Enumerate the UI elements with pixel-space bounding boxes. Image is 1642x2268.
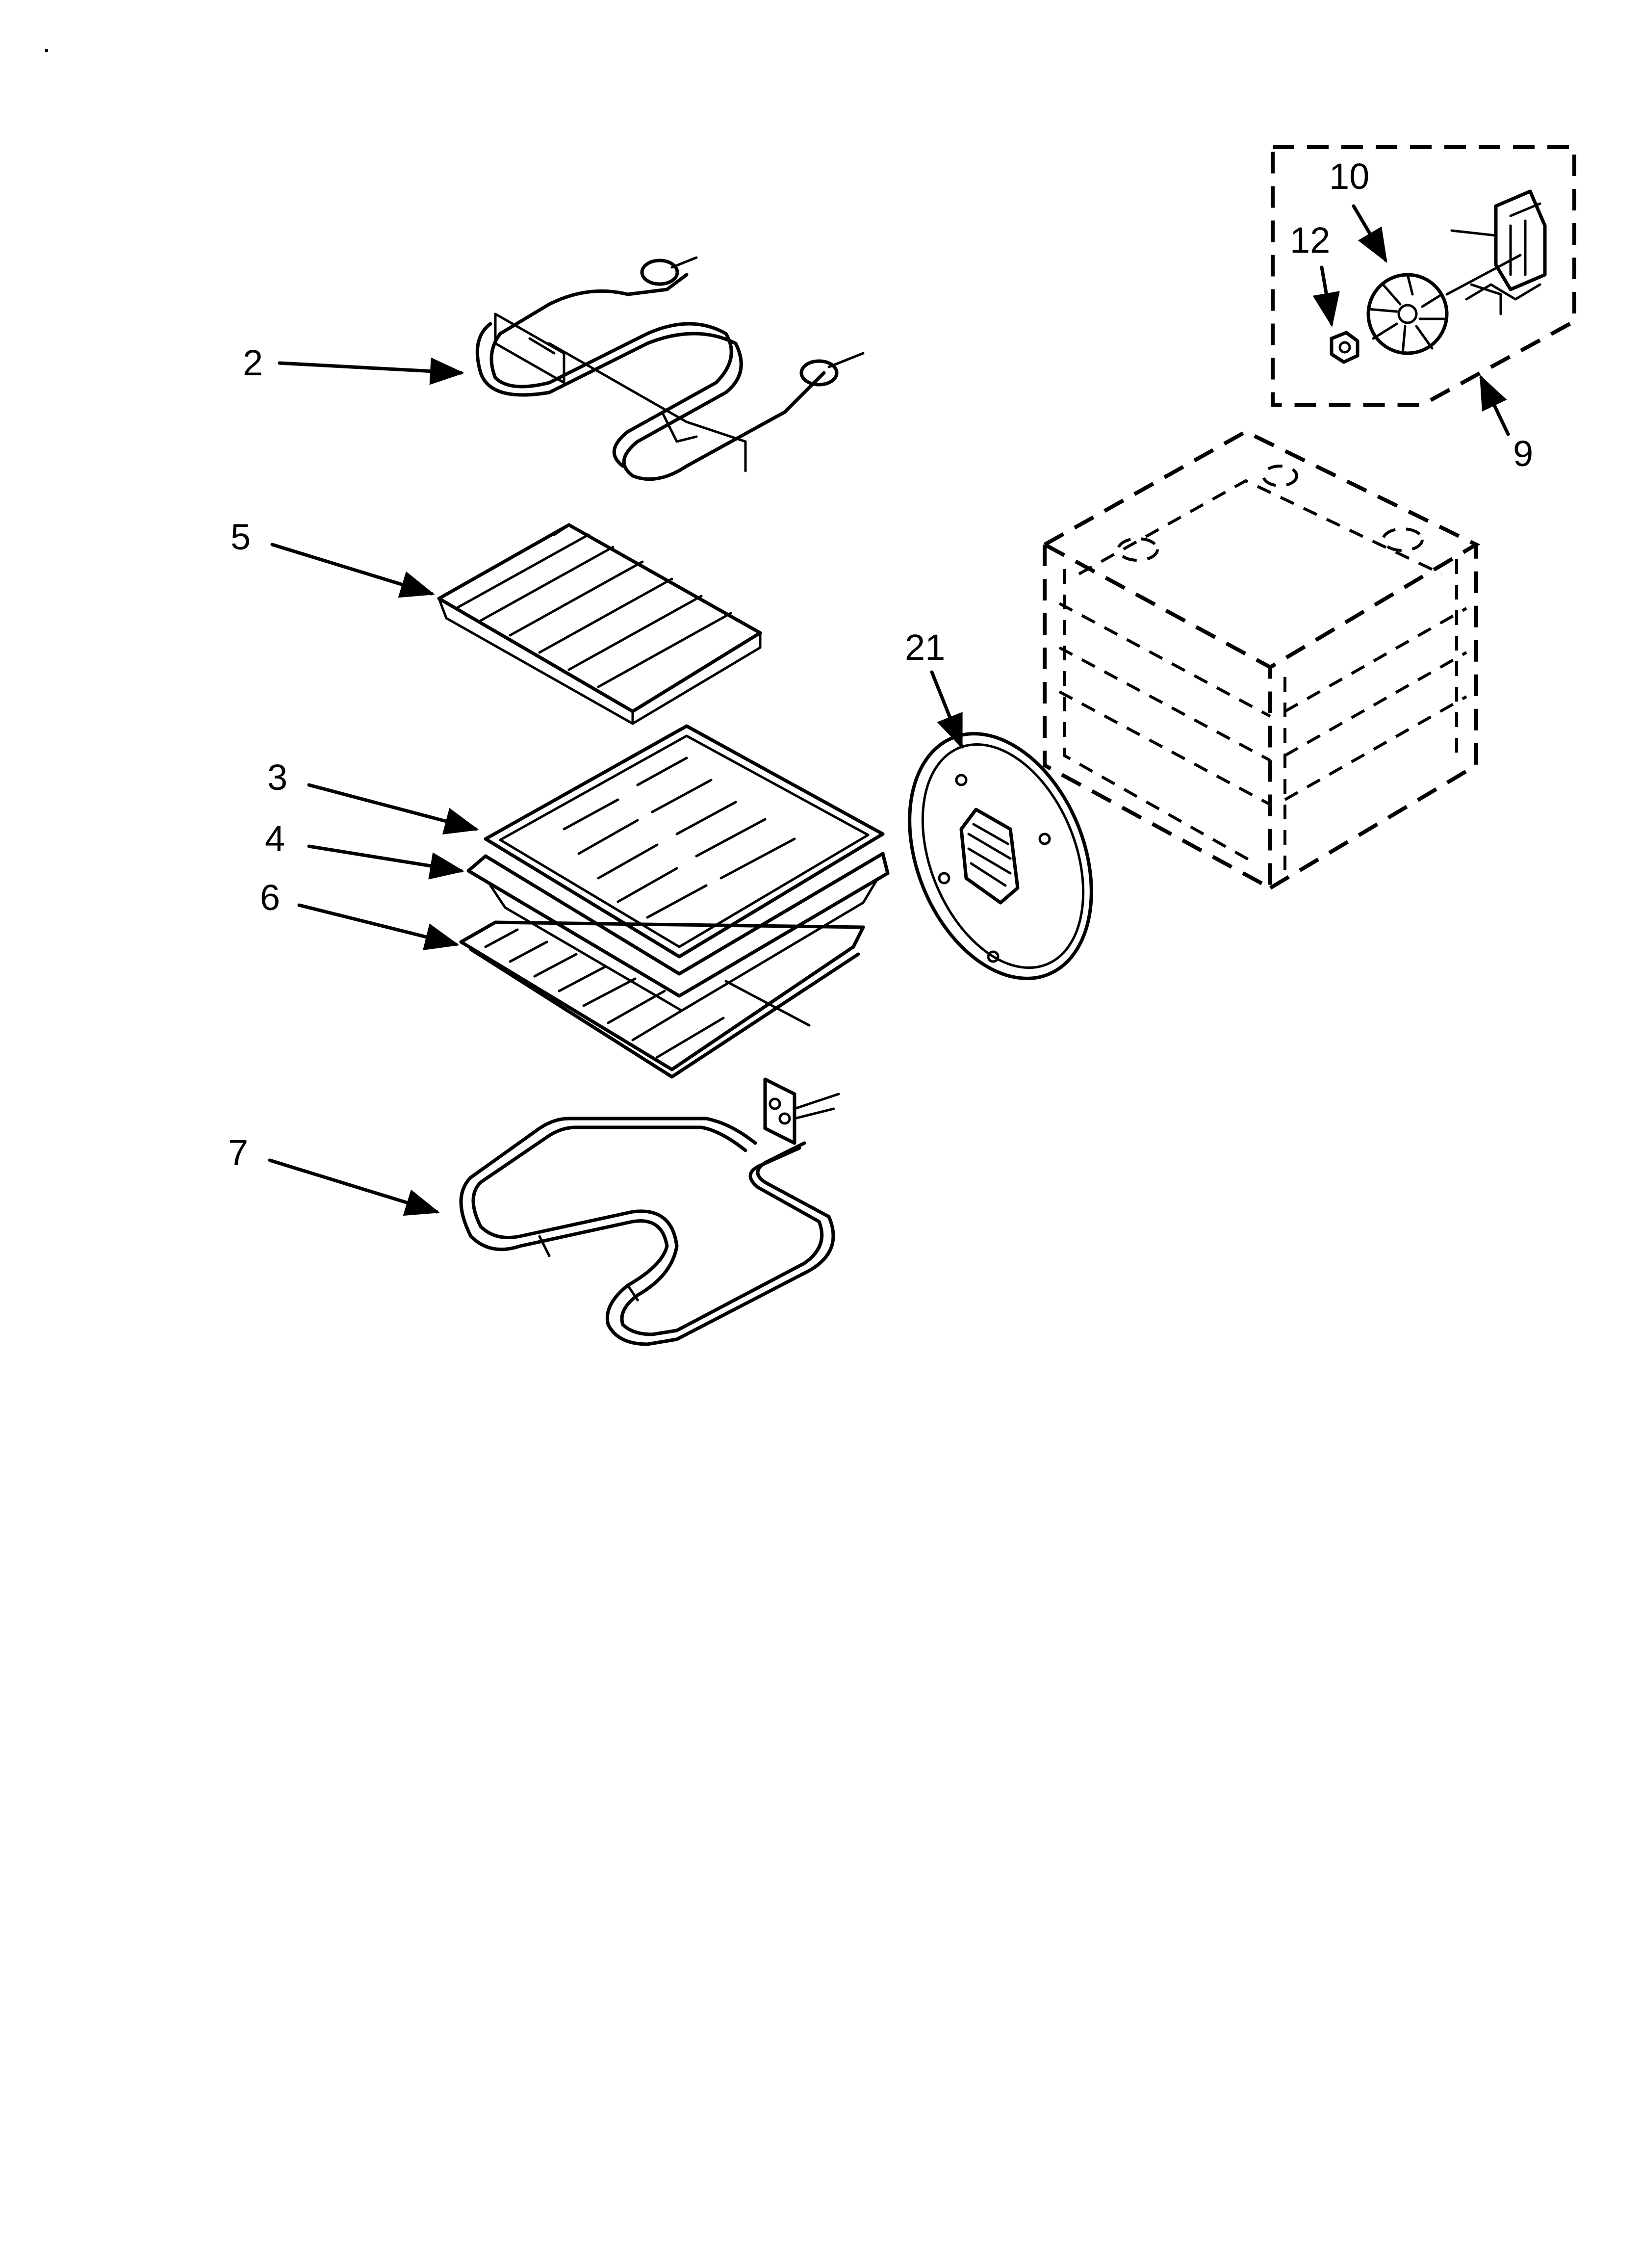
oven-rack-part[interactable] (459, 920, 865, 1079)
callout-labels: 2 5 3 4 6 7 21 10 12 9 (228, 156, 1533, 1173)
callout-21: 21 (905, 627, 945, 668)
callout-12: 12 (1290, 220, 1330, 261)
callout-10: 10 (1329, 156, 1369, 197)
oven-cavity-outline (1040, 429, 1481, 891)
convection-fan-cover-part[interactable] (875, 706, 1126, 1006)
fan-motor-part[interactable] (1445, 189, 1547, 315)
callout-3: 3 (267, 757, 287, 798)
callout-7: 7 (228, 1132, 248, 1173)
callout-5: 5 (231, 517, 251, 557)
broiler-pan-grid-part[interactable] (484, 724, 885, 959)
broiler-pan-shield-part[interactable] (437, 523, 762, 725)
fan-motor-kit-box (1271, 145, 1576, 407)
broil-element-part[interactable] (475, 256, 865, 481)
hex-nut-part[interactable] (1330, 331, 1360, 364)
callout-4: 4 (265, 818, 285, 859)
bake-element-part[interactable] (459, 1077, 840, 1346)
callout-2: 2 (243, 342, 263, 383)
callout-9: 9 (1513, 433, 1533, 474)
callout-leaders (268, 204, 1510, 1216)
callout-6: 6 (260, 877, 280, 918)
fan-blade-part[interactable] (1366, 273, 1449, 355)
scan-speck (45, 49, 48, 52)
